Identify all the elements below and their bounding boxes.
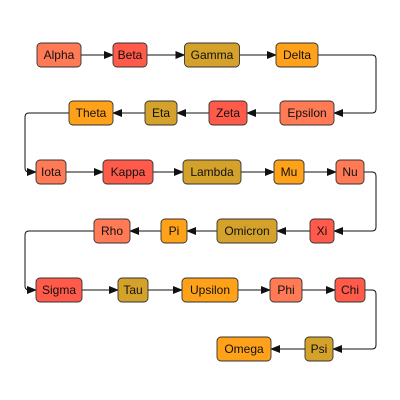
node-label: Kappa — [111, 165, 146, 179]
node-delta: Delta — [275, 42, 319, 68]
node-pi: Pi — [160, 218, 188, 244]
node-box — [160, 218, 188, 244]
node-label: Psi — [311, 342, 328, 356]
edge-nu-to-xi — [333, 171, 377, 235]
node-theta: Theta — [68, 100, 114, 126]
node-label: Theta — [76, 106, 107, 120]
node-box — [208, 100, 248, 126]
node-box — [335, 159, 365, 185]
node-label: Pi — [169, 224, 180, 238]
node-label: Omicron — [224, 224, 269, 238]
node-box — [269, 277, 303, 303]
node-iota: Iota — [35, 159, 67, 185]
node-box — [102, 159, 154, 185]
node-alpha: Alpha — [36, 42, 82, 68]
node-omega: Omega — [216, 336, 272, 362]
node-phi: Phi — [269, 277, 303, 303]
node-gamma: Gamma — [184, 42, 240, 68]
node-box — [304, 336, 334, 362]
node-label: Tau — [123, 283, 142, 297]
node-box — [35, 159, 67, 185]
node-omicron: Omicron — [216, 218, 278, 244]
node-label: Phi — [277, 283, 294, 297]
node-box — [36, 42, 82, 68]
node-lambda: Lambda — [182, 159, 242, 185]
node-box — [112, 42, 148, 68]
node-nu: Nu — [335, 159, 365, 185]
node-box — [35, 277, 83, 303]
node-box — [117, 277, 149, 303]
node-label: Omega — [224, 342, 264, 356]
node-chi: Chi — [334, 277, 366, 303]
node-rho: Rho — [93, 218, 131, 244]
node-eta: Eta — [144, 100, 178, 126]
node-label: Rho — [101, 224, 123, 238]
node-label: Eta — [152, 106, 170, 120]
node-box — [273, 159, 305, 185]
edge-theta-to-iota — [24, 112, 69, 176]
node-box — [93, 218, 131, 244]
node-mu: Mu — [273, 159, 305, 185]
node-box — [216, 218, 278, 244]
node-label: Xi — [317, 224, 328, 238]
node-box — [181, 277, 239, 303]
node-label: Mu — [281, 165, 298, 179]
node-label: Upsilon — [190, 283, 230, 297]
node-label: Chi — [341, 283, 359, 297]
node-label: Zeta — [216, 106, 240, 120]
node-xi: Xi — [309, 218, 335, 244]
node-box — [275, 42, 319, 68]
edge-chi-to-psi — [332, 289, 377, 353]
node-label: Epsilon — [287, 106, 326, 120]
node-label: Lambda — [190, 165, 234, 179]
node-box — [216, 336, 272, 362]
node-box — [144, 100, 178, 126]
node-label: Iota — [41, 165, 61, 179]
edges-layer — [24, 51, 377, 353]
node-box — [309, 218, 335, 244]
node-box — [334, 277, 366, 303]
node-label: Nu — [342, 165, 357, 179]
node-label: Gamma — [191, 48, 234, 62]
node-epsilon: Epsilon — [279, 100, 335, 126]
node-psi: Psi — [304, 336, 334, 362]
node-box — [68, 100, 114, 126]
node-box — [184, 42, 240, 68]
node-zeta: Zeta — [208, 100, 248, 126]
edge-delta-to-epsilon — [318, 54, 377, 117]
node-beta: Beta — [112, 42, 148, 68]
node-tau: Tau — [117, 277, 149, 303]
node-label: Beta — [118, 48, 143, 62]
node-kappa: Kappa — [102, 159, 154, 185]
node-label: Sigma — [42, 283, 76, 297]
edge-rho-to-sigma — [24, 230, 94, 294]
node-label: Alpha — [44, 48, 75, 62]
node-box — [182, 159, 242, 185]
node-box — [279, 100, 335, 126]
node-sigma: Sigma — [35, 277, 83, 303]
node-label: Delta — [283, 48, 311, 62]
node-upsilon: Upsilon — [181, 277, 239, 303]
